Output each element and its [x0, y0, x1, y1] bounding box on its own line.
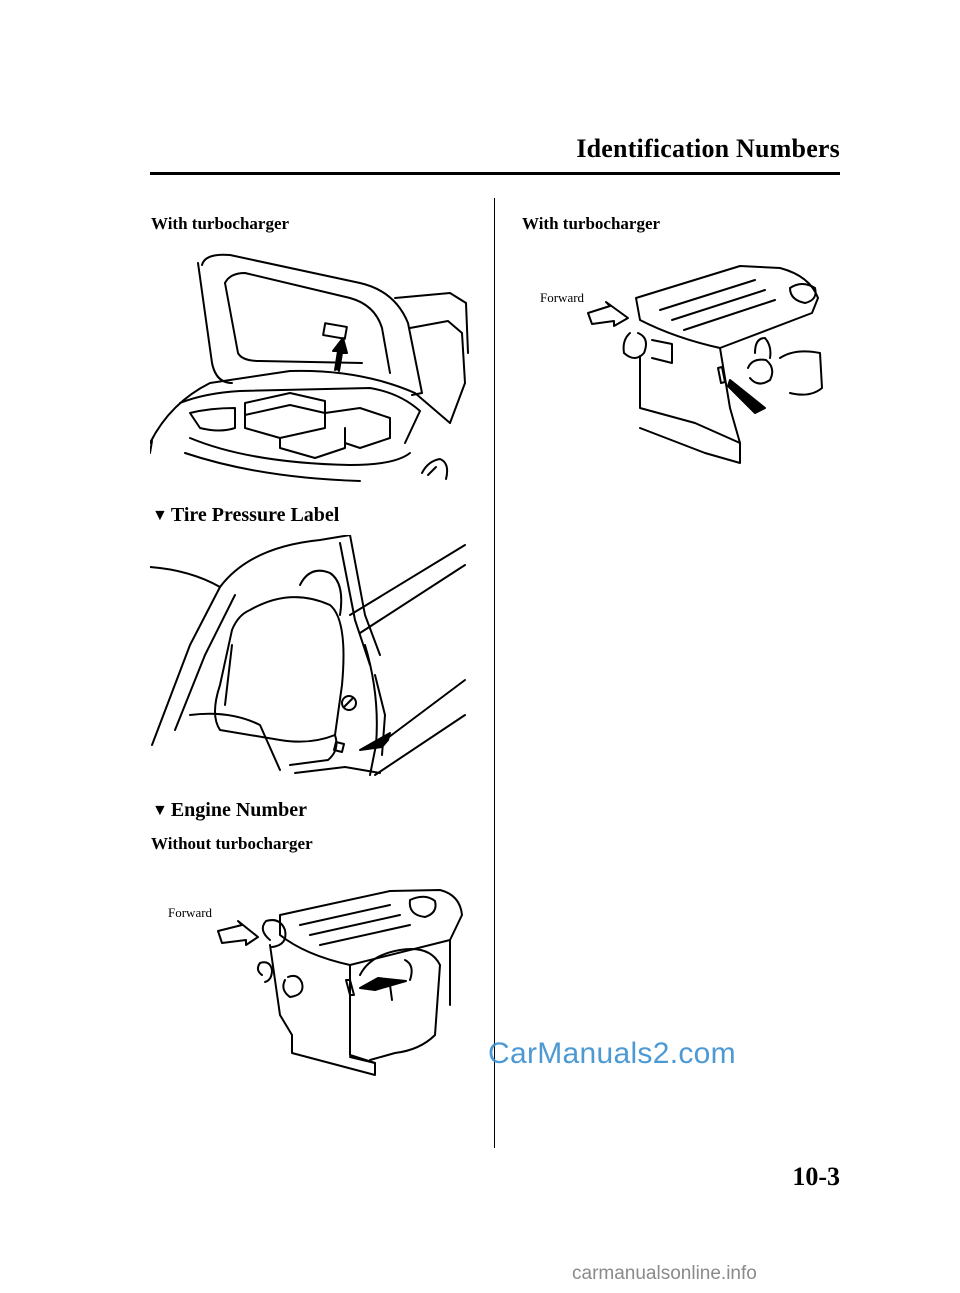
triangle-down-icon: ▼: [152, 507, 168, 524]
forward-label-right: Forward: [540, 290, 585, 305]
section-heading-engine-number: ▼Engine Number: [152, 799, 307, 821]
watermark-logo: CarManuals2.com: [488, 1037, 736, 1070]
section-heading-tire-pressure: ▼Tire Pressure Label: [152, 504, 340, 526]
forward-label-left: Forward: [168, 905, 213, 920]
footer-url-link[interactable]: carmanualsonline.info: [572, 1263, 757, 1284]
figure-tire-pressure-label-location: [150, 535, 470, 780]
column-divider: [494, 198, 495, 1148]
triangle-down-icon: ▼: [152, 802, 168, 819]
page-number: 10-3: [792, 1162, 840, 1191]
figure-engine-with-turbo: [580, 258, 830, 468]
page-header-title: Identification Numbers: [576, 134, 840, 163]
figure-engine-without-turbo: [210, 885, 470, 1085]
caption-with-turbocharger-left: With turbocharger: [151, 214, 290, 233]
caption-with-turbocharger-right: With turbocharger: [522, 214, 661, 233]
figure-hood-open: [150, 243, 470, 488]
header-rule: [150, 172, 840, 175]
caption-without-turbocharger: Without turbocharger: [151, 834, 313, 853]
